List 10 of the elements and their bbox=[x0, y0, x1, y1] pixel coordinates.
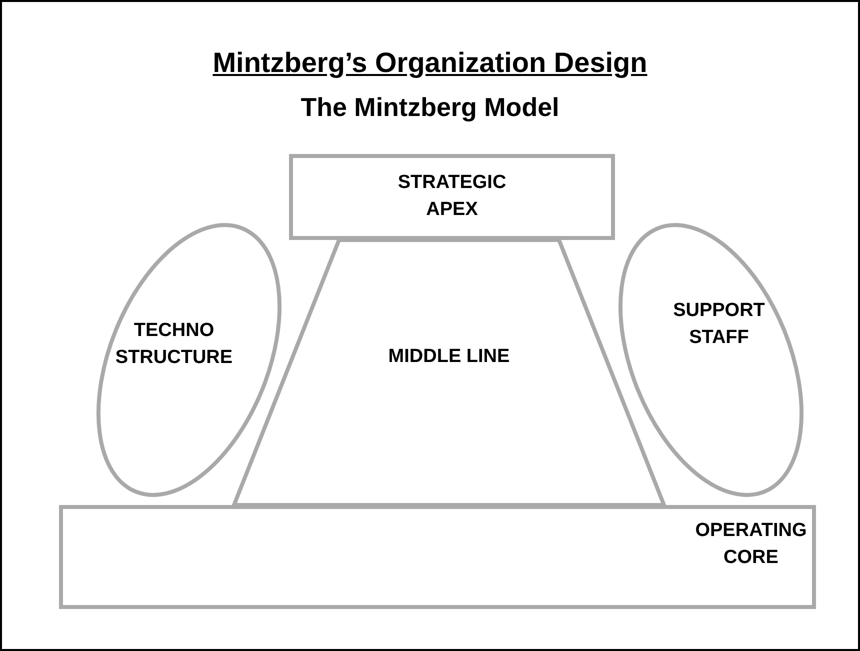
rectangle-box bbox=[59, 505, 816, 609]
node-label: MIDDLE LINE bbox=[388, 345, 510, 370]
diagram-title: Mintzberg’s Organization Design bbox=[212, 46, 648, 80]
rectangle-box bbox=[289, 154, 615, 240]
node-label: TECHNO STRUCTURE bbox=[114, 319, 234, 370]
node-label: STRATEGIC APEX bbox=[396, 171, 508, 222]
trapezoid-shape bbox=[232, 238, 666, 507]
diagram-subtitle: The Mintzberg Model bbox=[300, 91, 560, 124]
node-label: SUPPORT STAFF bbox=[672, 299, 766, 350]
node-label: OPERATING CORE bbox=[694, 519, 808, 570]
